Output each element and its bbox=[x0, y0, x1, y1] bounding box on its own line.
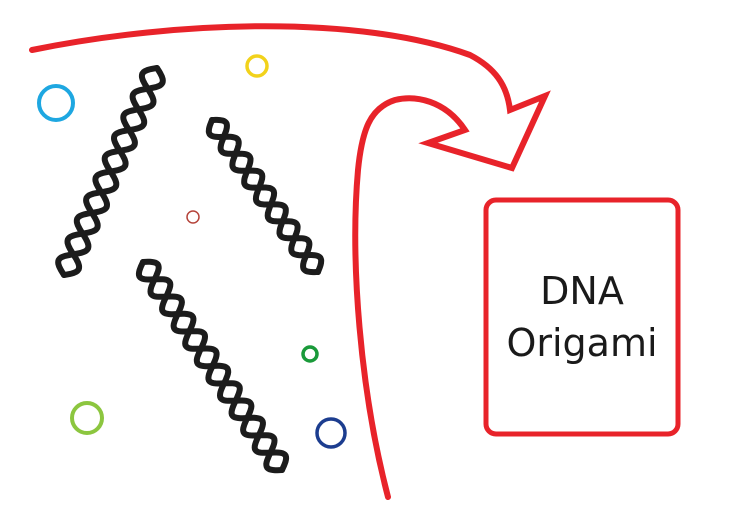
helix-backbone bbox=[205, 117, 321, 276]
dna-strand-1 bbox=[55, 65, 166, 278]
light-green-circle bbox=[70, 401, 104, 435]
helix-backbone bbox=[140, 258, 285, 474]
blue-circle bbox=[37, 84, 75, 122]
dna-origami-box bbox=[483, 197, 681, 437]
dna-origami-label: DNA Origami bbox=[486, 200, 678, 434]
navy-circle bbox=[315, 417, 347, 449]
label-line-2: Origami bbox=[506, 321, 658, 365]
dna-strand-3 bbox=[135, 258, 290, 474]
helix-backbone bbox=[209, 116, 325, 275]
red-circle bbox=[186, 210, 200, 224]
label-line-1: DNA bbox=[540, 269, 624, 313]
helix-backbone bbox=[55, 65, 166, 278]
green-circle bbox=[301, 345, 319, 363]
yellow-circle bbox=[245, 54, 269, 78]
dna-strand-2 bbox=[205, 116, 325, 276]
red-arrow bbox=[29, 23, 551, 500]
